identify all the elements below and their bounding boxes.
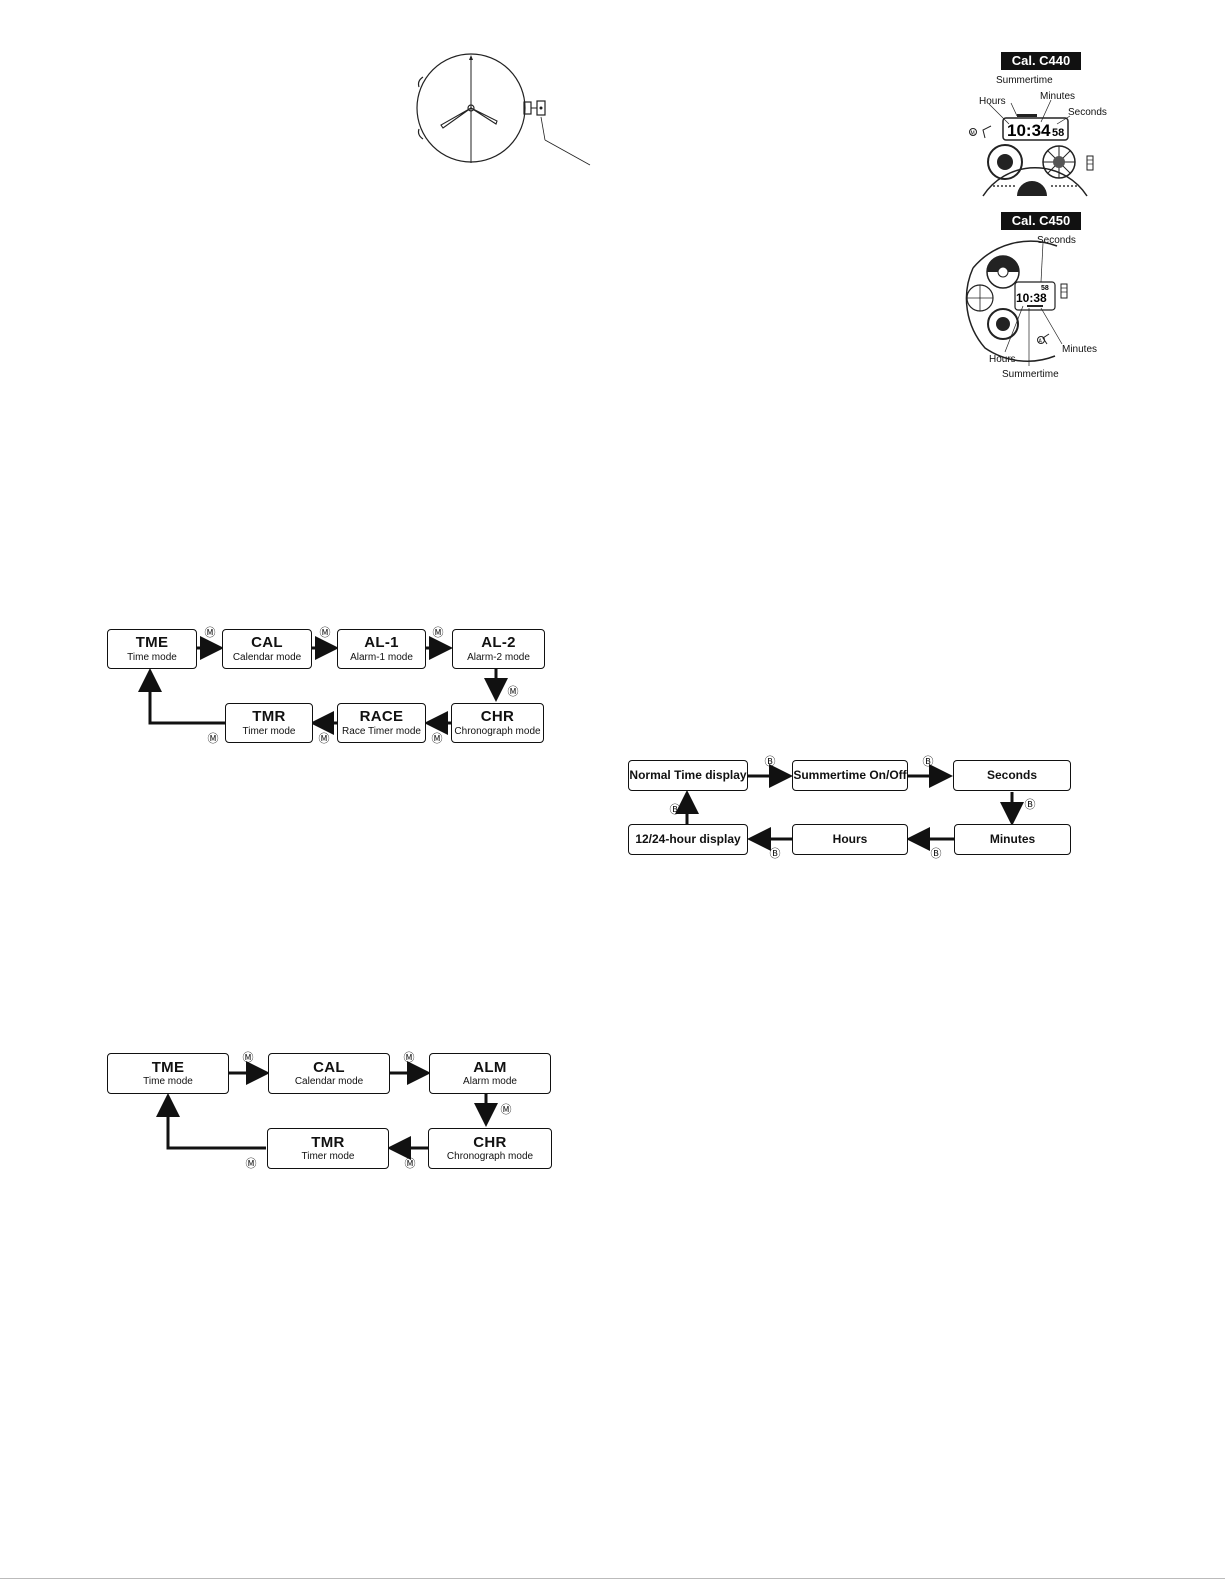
box-subtitle: Chronograph mode: [446, 1151, 534, 1163]
flow-c-box-cal: CAL Calendar mode: [268, 1053, 390, 1094]
c440-hours-label: Hours: [979, 96, 1006, 107]
box-title: AL-2: [481, 634, 516, 652]
m-button-icon: Ⓜ: [431, 733, 443, 745]
box-subtitle: Timer mode: [301, 1151, 355, 1163]
flow-a-arrows: [138, 636, 508, 735]
box-subtitle: Alarm-2 mode: [467, 651, 530, 663]
flow-b-box-summertime: Summertime On/Off: [792, 760, 908, 791]
box-label: Normal Time display: [629, 767, 747, 782]
box-title: CHR: [480, 708, 515, 726]
flow-a-box-tmr: TMR Timer mode: [225, 703, 313, 743]
box-subtitle: Time mode: [143, 1076, 193, 1088]
b-button-icon: Ⓑ: [669, 804, 681, 816]
m-button-icon: Ⓜ: [318, 733, 330, 745]
c450-seconds-digits: 58: [1041, 285, 1049, 292]
analog-watch-diagram: [405, 45, 600, 180]
box-title: TME: [151, 1058, 185, 1076]
b-button-icon: Ⓑ: [922, 756, 934, 768]
c440-minutes-label: Minutes: [1040, 91, 1076, 102]
m-button-icon: Ⓜ: [403, 1052, 415, 1064]
box-title: RACE: [359, 708, 404, 726]
c450-summertime-label: Summertime: [1002, 369, 1059, 380]
box-label: Hours: [832, 831, 868, 846]
flow-a-box-tme: TME Time mode: [107, 629, 197, 669]
flow-a-box-race: RACE Race Timer mode: [337, 703, 426, 743]
box-subtitle: Alarm-1 mode: [350, 651, 413, 663]
box-title: AL-1: [364, 634, 399, 652]
flow-a-box-al2: AL-2 Alarm-2 mode: [452, 629, 545, 669]
digital-watch-icon: A 58 10:38: [965, 240, 1068, 366]
cal-c450-watch: A 58 10:38: [965, 238, 1105, 368]
flow-b-box-hours: Hours: [792, 824, 908, 855]
c450-time-digits: 10:38: [1016, 291, 1047, 305]
b-button-icon: Ⓑ: [769, 848, 781, 860]
flow-c-box-chr: CHR Chronograph mode: [428, 1128, 552, 1169]
flow-b-box-seconds: Seconds: [953, 760, 1071, 791]
box-subtitle: Chronograph mode: [454, 725, 541, 737]
m-button-icon: Ⓜ: [507, 686, 519, 698]
svg-text:A: A: [1039, 339, 1043, 345]
flow-a-box-al1: AL-1 Alarm-1 mode: [337, 629, 426, 669]
m-button-icon: Ⓜ: [432, 627, 444, 639]
box-title: TME: [135, 634, 169, 652]
svg-text:M: M: [971, 131, 975, 137]
box-title: CAL: [251, 634, 283, 652]
m-button-icon: Ⓜ: [319, 627, 331, 639]
m-button-icon: Ⓜ: [207, 733, 219, 745]
flow-c-box-alm: ALM Alarm mode: [429, 1053, 551, 1094]
digital-watch-icon: M 10:34 58: [969, 99, 1094, 197]
flow-c-box-tme: TME Time mode: [107, 1053, 229, 1094]
box-title: TMR: [252, 708, 286, 726]
box-subtitle: Timer mode: [242, 725, 296, 737]
box-label: Minutes: [989, 831, 1036, 846]
c440-seconds-digits: 58: [1052, 127, 1064, 139]
box-label: 12/24-hour display: [635, 831, 741, 846]
box-title: CAL: [313, 1058, 345, 1076]
b-button-icon: Ⓑ: [930, 848, 942, 860]
flow-a-box-chr: CHR Chronograph mode: [451, 703, 544, 743]
analog-watch-icon: [416, 53, 591, 166]
flow-c-arrows: [156, 1061, 498, 1160]
box-subtitle: Race Timer mode: [342, 725, 421, 737]
flow-b-box-normal-time: Normal Time display: [628, 760, 748, 791]
c440-summertime-label: Summertime: [996, 75, 1053, 86]
c440-time-digits: 10:34: [1007, 121, 1051, 140]
m-button-icon: Ⓜ: [245, 1158, 257, 1170]
flow-b-box-minutes: Minutes: [954, 824, 1071, 855]
flow-b-arrows: [675, 764, 1024, 851]
box-subtitle: Calendar mode: [232, 651, 302, 663]
box-subtitle: Time mode: [127, 651, 177, 663]
cal-c450-badge: Cal. C450: [1001, 212, 1081, 230]
flow-b-box-12-24: 12/24-hour display: [628, 824, 748, 855]
box-label: Summertime On/Off: [793, 767, 907, 782]
box-label: Seconds: [986, 767, 1037, 782]
m-button-icon: Ⓜ: [500, 1104, 512, 1116]
flow-a-box-cal: CAL Calendar mode: [222, 629, 312, 669]
flow-c-box-tmr: TMR Timer mode: [267, 1128, 389, 1169]
m-button-icon: Ⓜ: [242, 1052, 254, 1064]
box-title: ALM: [473, 1058, 507, 1076]
m-button-icon: Ⓜ: [404, 1158, 416, 1170]
b-button-icon: Ⓑ: [764, 756, 776, 768]
cal-c440-badge: Cal. C440: [1001, 52, 1081, 70]
box-title: TMR: [311, 1133, 345, 1151]
c450-minutes-label: Minutes: [1062, 344, 1098, 355]
c440-seconds-label: Seconds: [1068, 107, 1107, 118]
c450-hours-label: Hours: [989, 354, 1016, 365]
box-subtitle: Calendar mode: [294, 1076, 364, 1088]
page-bottom-rule: [0, 1578, 1225, 1579]
box-title: CHR: [473, 1133, 507, 1151]
cal-c440-watch: M 10:34 58: [965, 78, 1105, 198]
m-button-icon: Ⓜ: [204, 627, 216, 639]
b-button-icon: Ⓑ: [1024, 799, 1036, 811]
c450-seconds-label: Seconds: [1037, 235, 1076, 246]
box-subtitle: Alarm mode: [463, 1076, 517, 1088]
